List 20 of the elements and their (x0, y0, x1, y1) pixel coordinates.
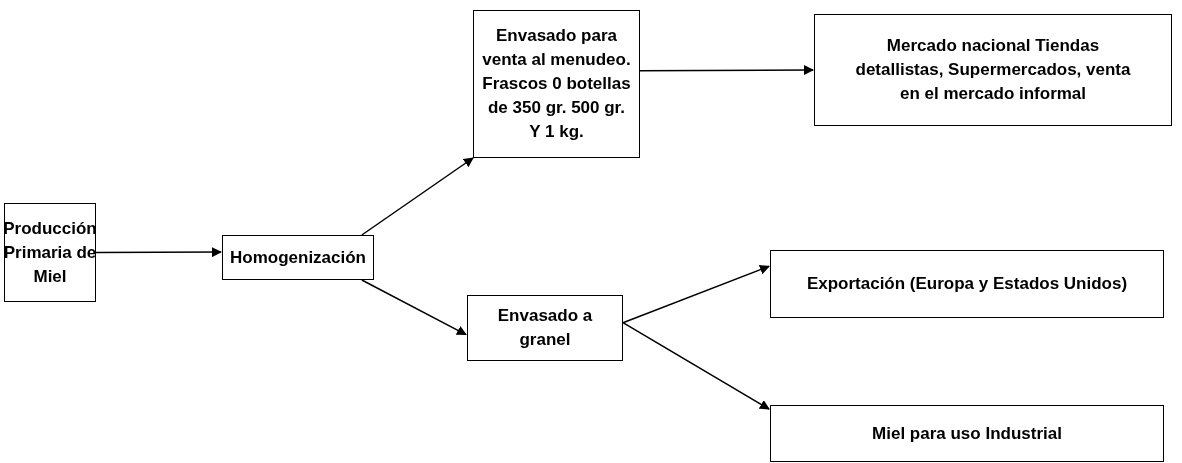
box-label: Envasado a granel (496, 305, 594, 351)
arrow (639, 65, 814, 76)
process-box (222, 235, 374, 280)
arrow (361, 157, 474, 236)
box-label: Mercado nacional Tiendas detallistas, Supermercados, venta en el mercado informal (855, 35, 1131, 105)
arrow (361, 279, 467, 336)
box-label: Exportación (Europa y Estados Unidos) (806, 273, 1128, 295)
process-box (4, 203, 96, 302)
box-label: Miel para uso Industrial (872, 422, 1062, 445)
process-box (473, 10, 640, 158)
process-box (770, 405, 1164, 462)
process-box (467, 295, 623, 361)
process-box (770, 250, 1164, 318)
box-label: Homogenización (230, 246, 366, 269)
arrow (622, 321, 770, 410)
process-box (814, 14, 1172, 126)
box-label: Envasado para venta al menudeo. Frascos 0 botellas de 350 gr. 500 gr. Y 1 kg. (482, 25, 631, 143)
box-label: Producción Primaria de Miel (3, 217, 97, 288)
arrow (622, 264, 770, 324)
arrow (95, 247, 222, 258)
